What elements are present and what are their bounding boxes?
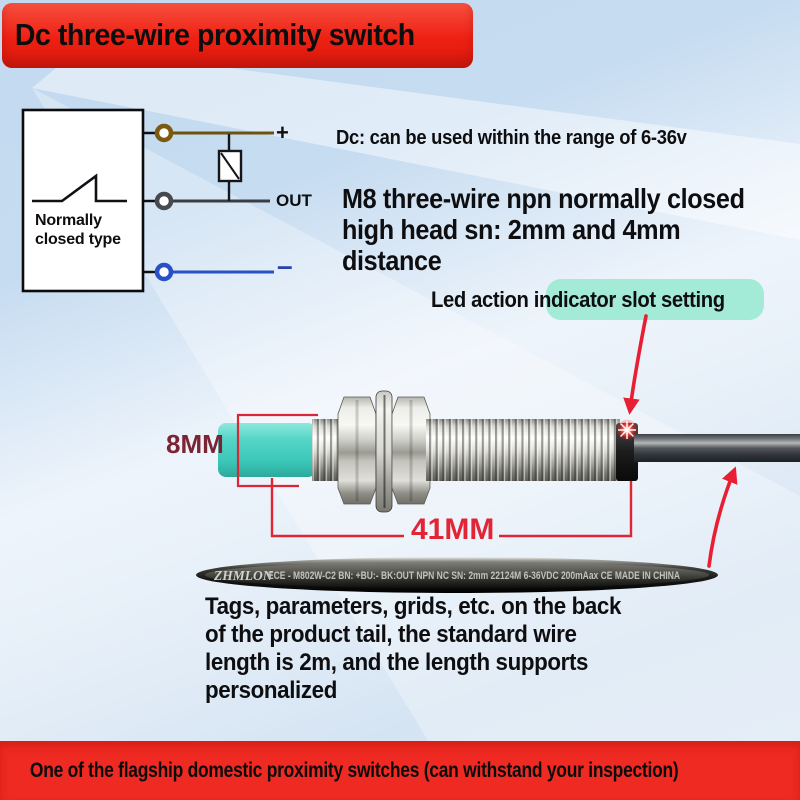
led-note-highlight [546, 279, 764, 320]
cable [634, 434, 800, 462]
length-line-right [499, 481, 633, 538]
terminal-ring-plus [154, 123, 174, 143]
led-note-text: Led action indicator slot setting [431, 287, 725, 312]
title-banner: Dc three-wire proximity switch [2, 3, 473, 68]
diameter-bracket [236, 413, 318, 488]
terminal-minus-label: – [277, 250, 293, 281]
terminal-ring-minus [154, 262, 174, 282]
dc-range-note: Dc: can be used within the range of 6-36… [336, 127, 687, 149]
sensor-illustration [218, 390, 800, 513]
circuit-type-label: Normally closed type [35, 212, 121, 248]
sensor-head [218, 423, 316, 477]
led-arrow-icon [623, 314, 648, 415]
nc-contact-symbol [32, 173, 127, 203]
terminal-out-label: OUT [276, 191, 312, 210]
length-label: 41MM [411, 513, 495, 546]
page-title: Dc three-wire proximity switch [14, 17, 415, 52]
annotation-arrows [623, 314, 738, 568]
label-brand: ZHMLON [213, 568, 274, 583]
terminal-ring-out [154, 191, 174, 211]
hex-nut [391, 396, 431, 505]
terminal-plus-label: + [276, 120, 289, 145]
label-parameters: ECE - M802W-C2 BN: +BU:- BK:OUT NPN NC S… [268, 570, 680, 582]
hex-nut [337, 396, 377, 505]
terminal-stubs [143, 131, 157, 274]
length-line-left [270, 478, 404, 538]
dimension-lines [236, 413, 633, 538]
label-arrow-icon [707, 466, 738, 568]
circuit-diagram [21, 108, 274, 293]
tail-description: Tags, parameters, grids, etc. on the bac… [205, 593, 622, 704]
product-headline: M8 three-wire npn normally closed high h… [342, 183, 745, 276]
footer-slogan: One of the flagship domestic proximity s… [29, 759, 679, 782]
led-indicator [616, 419, 638, 441]
label-strip: ZHMLON ECE - M802W-C2 BN: +BU:- BK:OUT N… [196, 557, 718, 593]
diameter-label: 8MM [166, 429, 224, 459]
footer-banner: One of the flagship domestic proximity s… [0, 741, 800, 800]
